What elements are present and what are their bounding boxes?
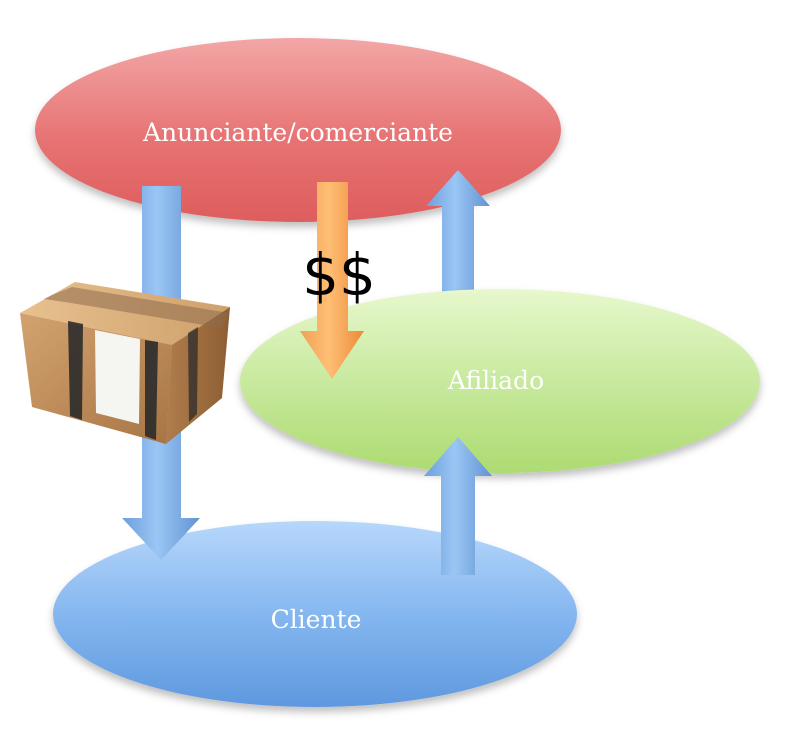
- down-arrow-icon: [300, 182, 364, 379]
- affiliate-ellipse: [240, 289, 760, 473]
- cardboard-box-icon: [20, 282, 230, 444]
- advertiser-node: [35, 38, 561, 222]
- commission-arrow: [300, 182, 364, 379]
- affiliate-label: Afiliado: [447, 366, 544, 395]
- money-label: $$: [302, 241, 376, 309]
- customer-to-affiliate-arrow: [424, 437, 492, 575]
- advertiser-label: Anunciante/comerciante: [142, 118, 453, 147]
- advertiser-ellipse: [35, 38, 561, 222]
- affiliate-node: [240, 289, 760, 473]
- up-arrow-icon: [424, 437, 492, 575]
- up-arrow-icon: [426, 170, 490, 307]
- affiliate-to-advertiser-arrow: [426, 170, 490, 307]
- customer-label: Cliente: [271, 605, 362, 634]
